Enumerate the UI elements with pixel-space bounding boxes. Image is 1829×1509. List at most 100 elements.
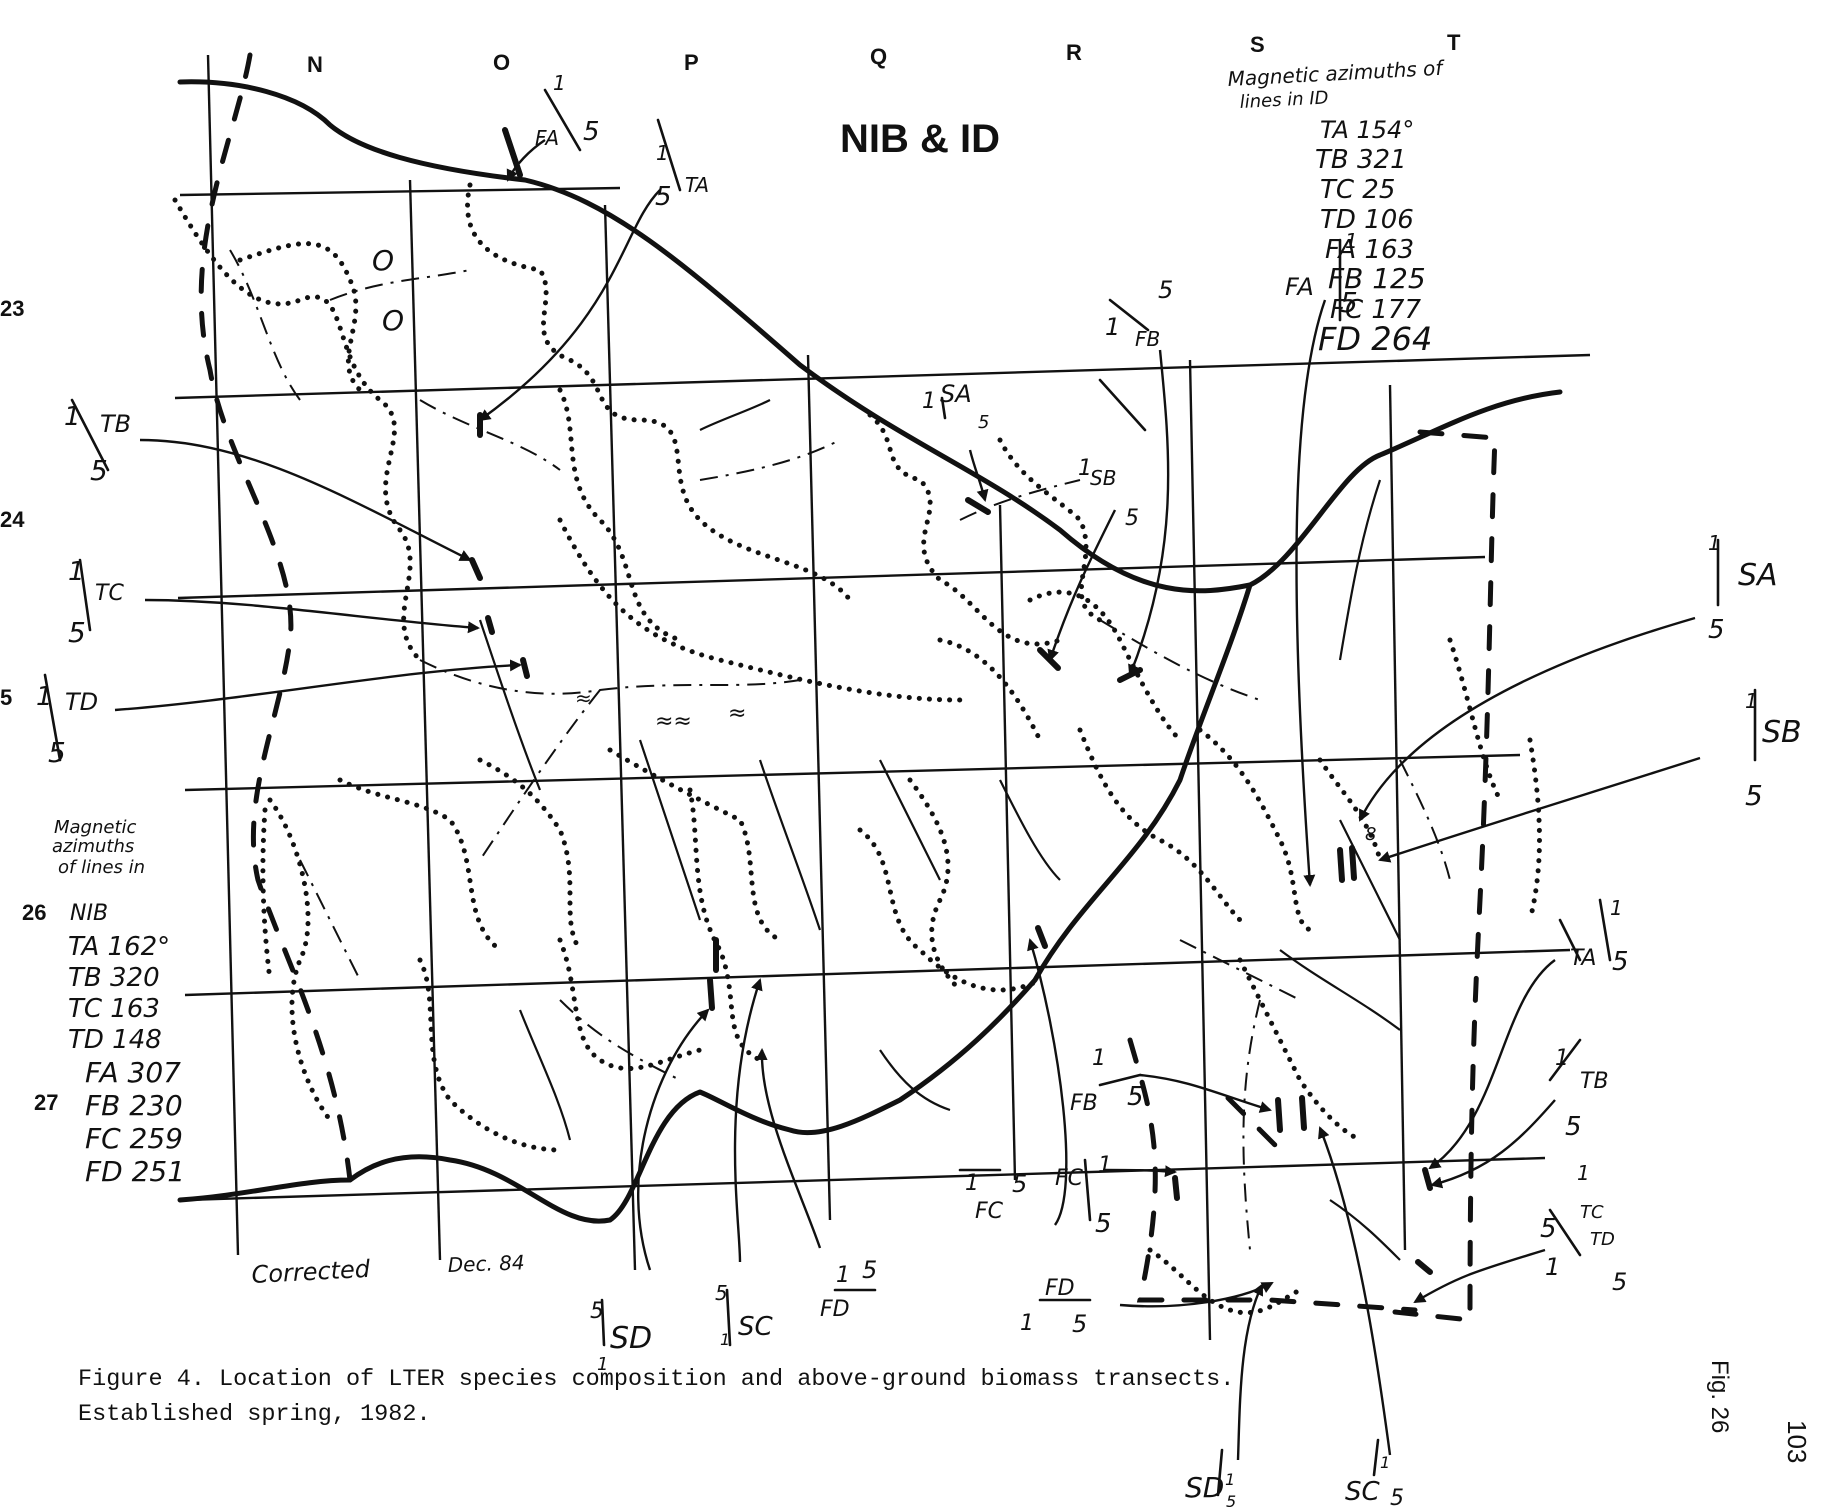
row-label: 23 [0,296,24,321]
correction-date: Dec. 84 [447,1250,525,1277]
column-label: R [1066,40,1082,65]
transect-start: 1 [553,71,566,95]
legend-nib-entry: FB 230 [85,1089,183,1122]
transect-name: SD [1185,1471,1224,1504]
transect-end: 5 [1390,1486,1404,1509]
transect-start: 1 [1098,1153,1112,1178]
figure-caption: Figure 4. Location of LTER species compo… [78,1366,1234,1428]
transect-end: 5 [1745,779,1763,812]
legend-id-entry: TB 321 [1315,145,1407,175]
correction-note: Corrected Dec. 84 [251,1250,525,1289]
transect-start: 1 [1577,1161,1590,1185]
legend-nib-entry: FA 307 [85,1056,181,1089]
dashed-boundaries [198,52,1498,1323]
transect-end: 5 [1125,506,1139,531]
row-label: 24 [0,507,25,532]
legend-id-heading: lines in ID [1239,87,1329,113]
grid-lines [174,54,1591,1341]
transect-start: 1 [1345,229,1358,253]
transect-name: SB [1090,466,1116,490]
legend-id-entry: FC 177 [1330,295,1421,325]
legend-nib: Magnetic azimuths of lines in NIB TA 162… [52,817,185,1188]
legend-id-entry: FB 125 [1328,262,1426,295]
transect-end: 5 [1612,1268,1627,1296]
svg-text:O: O [382,304,404,337]
transect-end: 5 [90,454,108,487]
transect-start: 5 [590,1299,604,1324]
watershed-boundary [177,79,1563,1224]
dash-dot-streams [229,249,1451,1251]
transect-name: TA [1570,946,1596,971]
legend-id: Magnetic azimuths of lines in ID TA 154°… [1227,56,1446,358]
transect-start: 1 [1380,1453,1390,1472]
streams [478,399,1401,1261]
legend-id-entry: FA 163 [1325,235,1414,265]
transect-start: 1 [1610,896,1623,920]
transect-start: 1 [922,389,936,414]
transect-name: TC [1580,1202,1604,1223]
transect-labels: 1 FA 5 1 TA 5 1 TB 5 1 TC 5 1 TD 5 1 SA … [36,71,1802,1509]
transect-end: 5 [1012,1170,1027,1198]
figure-label: Fig. 26 [1706,1360,1733,1433]
transect-name: TB [1580,1069,1609,1094]
svg-text:≈≈: ≈≈ [655,709,692,734]
column-labels: N O P Q R S T [307,30,1461,77]
transect-start: 1 [1225,1470,1235,1489]
transect-name: TB [100,410,131,438]
caption-line-2: Established spring, 1982. [78,1401,431,1428]
map-title: NIB & ID [840,117,1000,161]
transect-start: 5 [1540,1214,1557,1244]
transect-name: TA [685,173,709,197]
transect-end: 5 [655,182,672,212]
legend-id-entry: TC 25 [1320,175,1395,205]
transect-end: 5 [1565,1112,1582,1142]
transect-name: FD [820,1297,850,1322]
transect-name: FC [1055,1166,1084,1191]
transect-start: 1 [1078,456,1092,481]
legend-nib-entry: FD 251 [85,1155,185,1188]
transect-name: TD [65,688,98,716]
transect-end: 5 [1158,276,1173,304]
svg-text:O: O [372,244,394,277]
transect-end: 1 [597,1354,608,1375]
transect-name: SA [940,380,972,408]
transect-start: 1 [1555,1046,1569,1071]
transect-end: 5 [1072,1310,1087,1338]
column-label: N [307,52,323,77]
transect-name: FB [1070,1091,1098,1116]
transect-end: 5 [1095,1209,1112,1239]
correction-label: Corrected [251,1255,372,1289]
page-number: 103 [1782,1420,1812,1463]
legend-nib-entry: TD 148 [68,1025,162,1055]
transect-name: SD [610,1321,652,1356]
transect-end: 1 [1545,1253,1560,1281]
column-label: T [1447,30,1461,55]
row-label: 26 [22,900,46,925]
legend-nib-heading: of lines in [58,857,145,878]
transect-end: 5 [1340,286,1358,319]
legend-nib-entry: TA 162° [68,932,170,962]
transect-start: 1 [656,141,669,165]
column-label: S [1250,32,1265,57]
transect-name: FB [1135,327,1160,351]
row-label: 5 [0,685,12,710]
transect-end: 5 [1127,1082,1144,1112]
small-glyphs: O O ≈ ≈≈ ≈ 8 [372,244,1376,845]
transect-name: FC [975,1199,1004,1224]
transect-start: 1 [64,402,81,432]
transect-end: 5 [48,736,66,769]
legend-id-entry: FD 264 [1318,320,1432,358]
transect-start: 1 [1745,689,1758,713]
transect-name: SC [738,1312,774,1342]
transect-end: 5 [68,616,86,649]
transect-name: SC [1345,1477,1381,1507]
transect-end: 5 [1708,615,1725,645]
transect-end: 5 [862,1256,877,1284]
transect-start: 1 [965,1171,979,1196]
transect-start: 1 [836,1263,850,1288]
legend-nib-entry: TB 320 [68,963,160,993]
legend-nib-heading: NIB [70,901,108,926]
column-label: O [493,50,510,75]
transect-end: 5 [1226,1492,1236,1509]
